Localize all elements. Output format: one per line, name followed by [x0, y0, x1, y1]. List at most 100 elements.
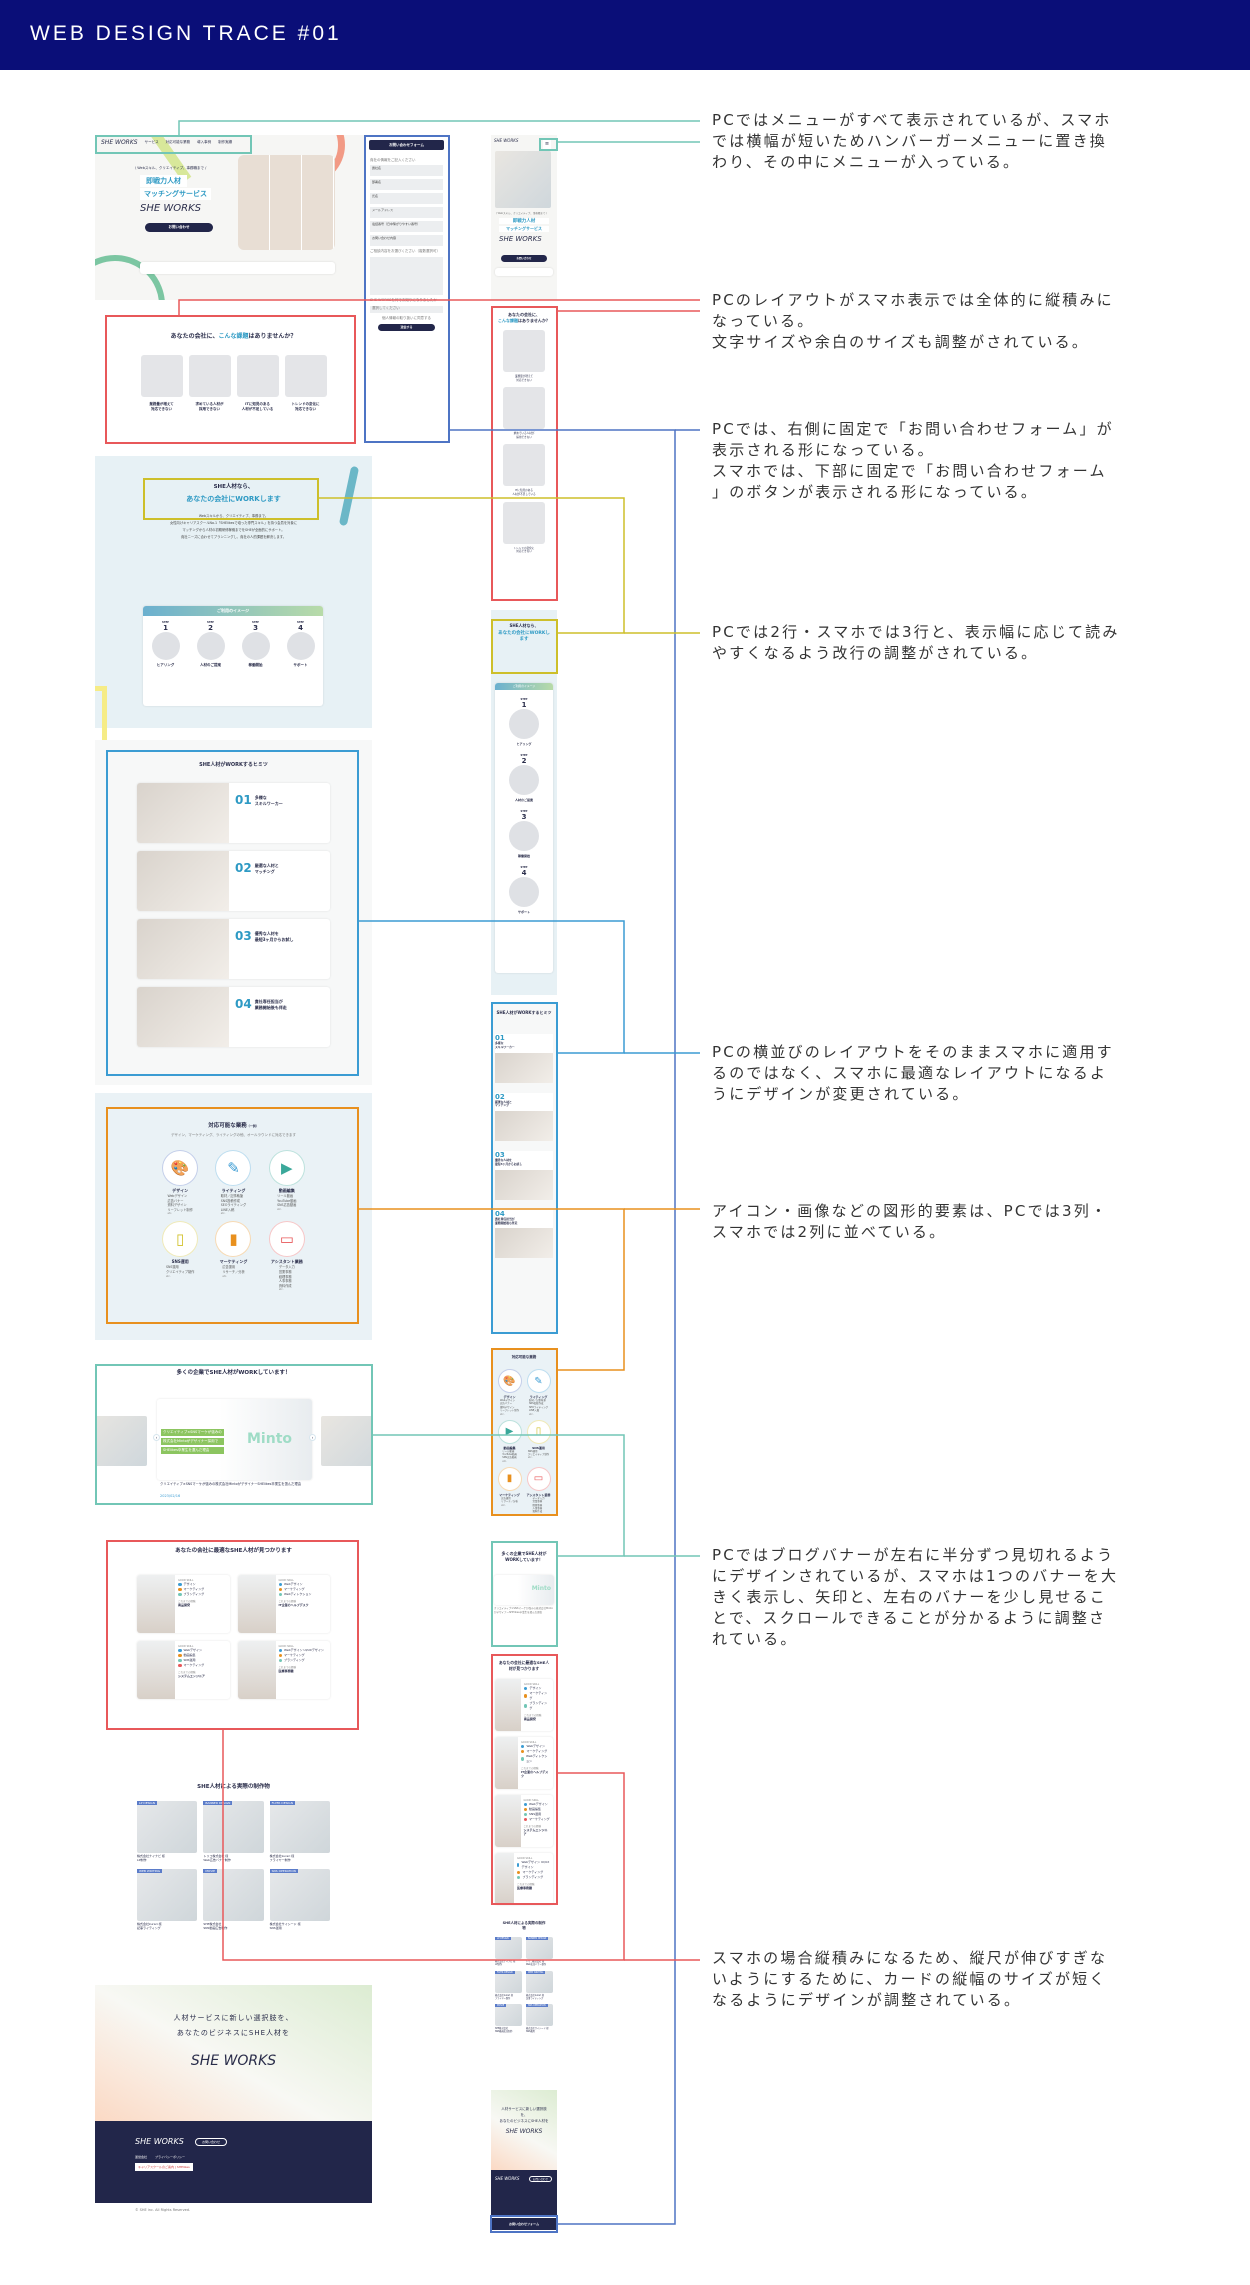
work-image: BANNER DESIGN	[526, 1937, 553, 1959]
service-list-item: 広告バナー	[167, 1198, 184, 1203]
sp-logo[interactable]: SHE WORKS	[494, 138, 519, 143]
highlight-pc-form	[364, 135, 450, 443]
sp-footer-logo[interactable]: SHE WORKS	[495, 2176, 520, 2181]
service-icon-circle: 🎨	[162, 1150, 199, 1186]
sp-footer-contact-button[interactable]: お問い合わせ	[529, 2176, 553, 2182]
problem-label: 求めている人材が 採用できない	[195, 402, 224, 411]
service-list-item: SNS広告動画	[277, 1203, 297, 1208]
blog-banner-prev[interactable]	[95, 1416, 147, 1466]
hero-contact-button[interactable]: お問い合わせ	[145, 223, 213, 232]
nav-item[interactable]: 制作実績	[218, 140, 233, 144]
blog-banner-next[interactable]	[321, 1416, 372, 1466]
she-body-line: マッチングから人材の初期研修稼働までをSHEが全面的にサポート。	[182, 528, 285, 532]
carousel-next-arrow[interactable]: ›	[309, 1434, 316, 1441]
form-field[interactable]: メールアドレス	[370, 207, 443, 218]
logo[interactable]: SHE WORKS	[101, 139, 138, 146]
step-illustration	[241, 632, 270, 660]
skill-name: Webデザイン UI/UXデザイン	[284, 1648, 324, 1652]
skill-name: Webデザイン	[284, 1582, 303, 1586]
form-field[interactable]: 部署名	[370, 179, 443, 190]
work-caption: 株式会社ナイナビ 様 LP制作	[137, 1854, 165, 1862]
step-illustration	[509, 765, 539, 795]
sp-hero-photo-grid	[495, 151, 551, 208]
service-list-item: YouTube動画	[277, 1198, 297, 1203]
annotation-form: PCでは、右側に固定で「お問い合わせフォーム」が 表示される形になっている。 ス…	[712, 420, 1114, 501]
secret-number: 04	[235, 997, 252, 1011]
carousel-prev-arrow[interactable]: ‹	[153, 1434, 160, 1441]
form-intro: 貴社の情報をご記入ください	[370, 158, 416, 162]
secret-number: 02	[235, 861, 252, 875]
form-fields: 貴社名部署名氏名メールアドレス電話番号（日中繋がりやすい番号） お問い合わせ内容	[366, 165, 447, 246]
client-logo-strip	[140, 262, 335, 274]
hero-title-2: マッチングサービス	[140, 188, 211, 200]
footer-badge[interactable]: キャリアスクールのご案内 | SHElikes	[135, 2163, 193, 2171]
sp-cta-section: 人材サービスに新しい選択肢を、 あなたのビジネスにSHE人材を SHE WORK…	[491, 2090, 557, 2170]
sp-hero-contact-button[interactable]: お問い合わせ	[501, 255, 547, 262]
service-list-item: 人事事務	[278, 1279, 292, 1284]
form-field[interactable]: 氏名	[370, 193, 443, 204]
form-agree-checkbox[interactable]: 個人情報の取り扱いに同意する	[382, 316, 431, 320]
service-list-item: SNS投稿作成	[220, 1198, 240, 1203]
service-list-item: 資料デザイン	[167, 1203, 187, 1208]
skill-icon	[178, 1582, 182, 1587]
connector-1	[178, 120, 700, 135]
footer-contact-button[interactable]: お問い合わせ	[195, 2138, 228, 2146]
form-submit-button[interactable]: 送信する	[378, 324, 435, 331]
annotation-layout: PCのレイアウトがスマホ表示では全体的に縦積みに なっている。 文字サイズや余白…	[712, 291, 1114, 351]
cta-logo: SHE WORKS	[190, 2053, 277, 2069]
form-checkbox-group[interactable]	[370, 257, 443, 295]
form-field[interactable]: 電話番号（日中繋がりやすい番号）	[370, 221, 443, 232]
highlight-pc-blog	[95, 1364, 373, 1505]
pencil-icon: ✎	[227, 1159, 240, 1177]
footer-logo[interactable]: SHE WORKS	[135, 2137, 184, 2146]
skill-name: マーケティング	[284, 1587, 305, 1591]
service-name: アシスタント業務	[270, 1259, 303, 1265]
nav-item[interactable]: 導入事例	[197, 140, 212, 144]
form-field[interactable]: 貴社名	[370, 165, 443, 176]
highlight-sp-hamburger	[539, 138, 558, 151]
talent-skill: デザイン	[178, 1582, 204, 1587]
nav-item[interactable]: 対応可能な業務	[165, 140, 191, 144]
work-caption: 株式会社kurari 様 記事ライティング	[526, 1993, 544, 2000]
annotation-columns: アイコン・画像などの図形的要素は、PCでは3列・ スマホでは2列に並べている。	[712, 1202, 1109, 1241]
secret-title: 厳選な人材と マッチング	[254, 863, 279, 874]
work-tag: WEB WRITING	[137, 1868, 163, 1873]
work-caption: 株式会社ナイナビ 様 LP制作	[495, 1960, 516, 1966]
blog-banner-current[interactable]: クリエイティブ×SNSマーケが強みの 株式会社Mintoがデザイナー採用で SH…	[157, 1399, 312, 1480]
banner-brand: Minto	[247, 1431, 293, 1447]
work-caption: SHE株式会社 SNS動画広告制作	[203, 1921, 228, 1930]
form-field[interactable]: お問い合わせ内容	[370, 235, 443, 246]
sp-cta-line-2: あなたのビジネスにSHE人材を	[499, 2119, 549, 2123]
nav-item[interactable]: サービス	[144, 140, 159, 144]
hamburger-menu-icon[interactable]: ≡	[543, 139, 551, 149]
footer-link[interactable]: プライバシーポリシー	[155, 2155, 185, 2159]
service-list-item: データ入力	[278, 1265, 295, 1270]
footer-link[interactable]: 運営会社	[135, 2155, 148, 2159]
talent-exp: IT企業のヘルプデスク	[278, 1603, 309, 1607]
form-field-label: 氏名	[372, 194, 379, 198]
